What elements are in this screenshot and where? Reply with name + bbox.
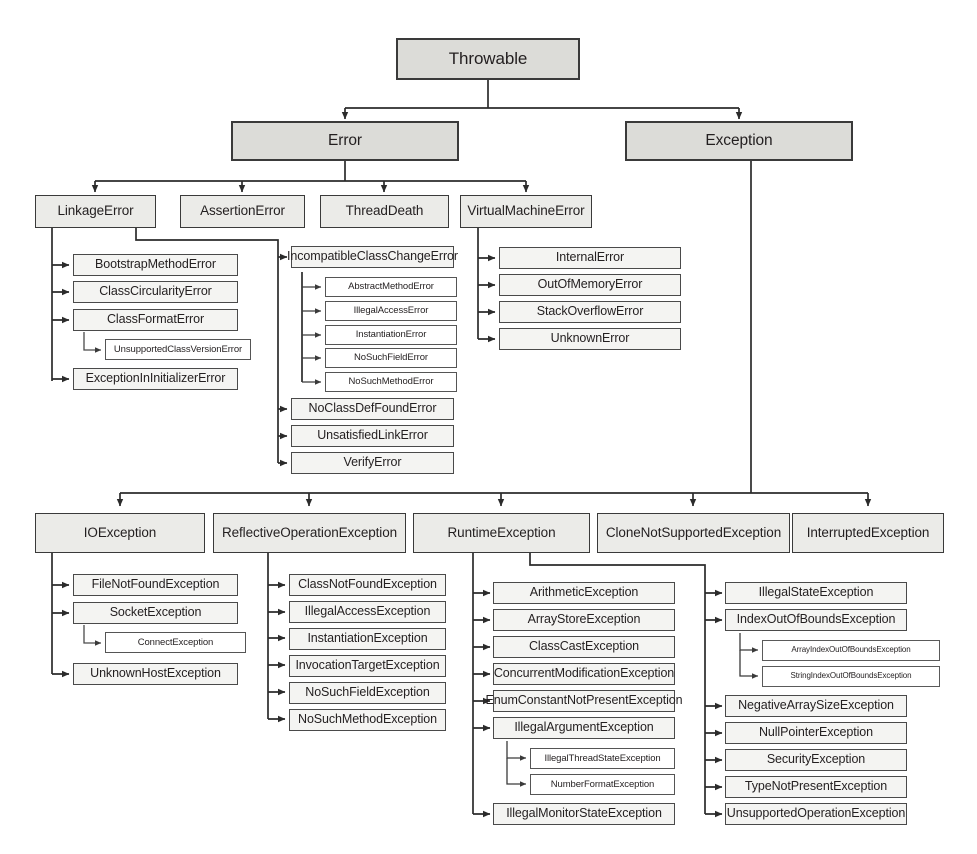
node-unsupported-class-version-error[interactable]: UnsupportedClassVersionError	[105, 339, 251, 360]
node-thread-death[interactable]: ThreadDeath	[320, 195, 449, 228]
node-exception[interactable]: Exception	[625, 121, 853, 161]
node-negative-array-size-exception[interactable]: NegativeArraySizeException	[725, 695, 907, 717]
node-array-index-out-of-bounds-exception[interactable]: ArrayIndexOutOfBoundsException	[762, 640, 940, 661]
node-clone-not-supported-exception[interactable]: CloneNotSupportedException	[597, 513, 790, 553]
node-bootstrap-method-error[interactable]: BootstrapMethodError	[73, 254, 238, 276]
node-file-not-found-exception[interactable]: FileNotFoundException	[73, 574, 238, 596]
node-illegal-thread-state-exception[interactable]: IllegalThreadStateException	[530, 748, 675, 769]
node-linkage-error[interactable]: LinkageError	[35, 195, 156, 228]
node-no-such-field-exception[interactable]: NoSuchFieldException	[289, 682, 446, 704]
node-array-store-exception[interactable]: ArrayStoreException	[493, 609, 675, 631]
node-internal-error[interactable]: InternalError	[499, 247, 681, 269]
node-illegal-monitor-state-exception[interactable]: IllegalMonitorStateException	[493, 803, 675, 825]
node-unknown-host-exception[interactable]: UnknownHostException	[73, 663, 238, 685]
node-connect-exception[interactable]: ConnectException	[105, 632, 246, 653]
node-assertion-error[interactable]: AssertionError	[180, 195, 305, 228]
node-security-exception[interactable]: SecurityException	[725, 749, 907, 771]
node-abstract-method-error[interactable]: AbstractMethodError	[325, 277, 457, 297]
node-incompatible-class-change-error[interactable]: IncompatibleClassChangeError	[287, 246, 458, 268]
node-io-exception[interactable]: IOException	[35, 513, 205, 553]
node-illegal-state-exception[interactable]: IllegalStateException	[725, 582, 907, 604]
node-no-such-method-exception[interactable]: NoSuchMethodException	[289, 709, 446, 731]
node-illegal-access-error[interactable]: IllegalAccessError	[325, 301, 457, 321]
node-string-index-out-of-bounds-exception[interactable]: StringIndexOutOfBoundsException	[762, 666, 940, 687]
node-unsatisfied-link-error[interactable]: UnsatisfiedLinkError	[291, 425, 454, 447]
node-out-of-memory-error[interactable]: OutOfMemoryError	[499, 274, 681, 296]
node-socket-exception[interactable]: SocketException	[73, 602, 238, 624]
node-exception-in-initializer-error[interactable]: ExceptionInInitializerError	[73, 368, 238, 390]
node-verify-error[interactable]: VerifyError	[291, 452, 454, 474]
node-interrupted-exception[interactable]: InterruptedException	[792, 513, 944, 553]
node-null-pointer-exception[interactable]: NullPointerException	[725, 722, 907, 744]
node-invocation-target-exception[interactable]: InvocationTargetException	[289, 655, 446, 677]
node-stack-overflow-error[interactable]: StackOverflowError	[499, 301, 681, 323]
node-class-circularity-error[interactable]: ClassCircularityError	[73, 281, 238, 303]
node-unsupported-operation-exception[interactable]: UnsupportedOperationException	[725, 803, 907, 825]
node-concurrent-modification-exception[interactable]: ConcurrentModificationException	[493, 663, 675, 685]
node-illegal-access-exception[interactable]: IllegalAccessException	[289, 601, 446, 623]
node-throwable[interactable]: Throwable	[396, 38, 580, 80]
node-error[interactable]: Error	[231, 121, 459, 161]
node-class-format-error[interactable]: ClassFormatError	[73, 309, 238, 331]
node-runtime-exception[interactable]: RuntimeException	[413, 513, 590, 553]
node-enum-constant-not-present-exception[interactable]: EnumConstantNotPresentException	[486, 690, 683, 712]
node-type-not-present-exception[interactable]: TypeNotPresentException	[725, 776, 907, 798]
node-illegal-argument-exception[interactable]: IllegalArgumentException	[493, 717, 675, 739]
node-reflective-operation-exception[interactable]: ReflectiveOperationException	[213, 513, 406, 553]
node-instantiation-error[interactable]: InstantiationError	[325, 325, 457, 345]
node-instantiation-exception[interactable]: InstantiationException	[289, 628, 446, 650]
node-arithmetic-exception[interactable]: ArithmeticException	[493, 582, 675, 604]
node-index-out-of-bounds-exception[interactable]: IndexOutOfBoundsException	[725, 609, 907, 631]
node-no-such-method-error[interactable]: NoSuchMethodError	[325, 372, 457, 392]
node-no-class-def-found-error[interactable]: NoClassDefFoundError	[291, 398, 454, 420]
node-virtual-machine-error[interactable]: VirtualMachineError	[460, 195, 592, 228]
node-class-cast-exception[interactable]: ClassCastException	[493, 636, 675, 658]
node-no-such-field-error[interactable]: NoSuchFieldError	[325, 348, 457, 368]
node-unknown-error[interactable]: UnknownError	[499, 328, 681, 350]
node-class-not-found-exception[interactable]: ClassNotFoundException	[289, 574, 446, 596]
node-number-format-exception[interactable]: NumberFormatException	[530, 774, 675, 795]
